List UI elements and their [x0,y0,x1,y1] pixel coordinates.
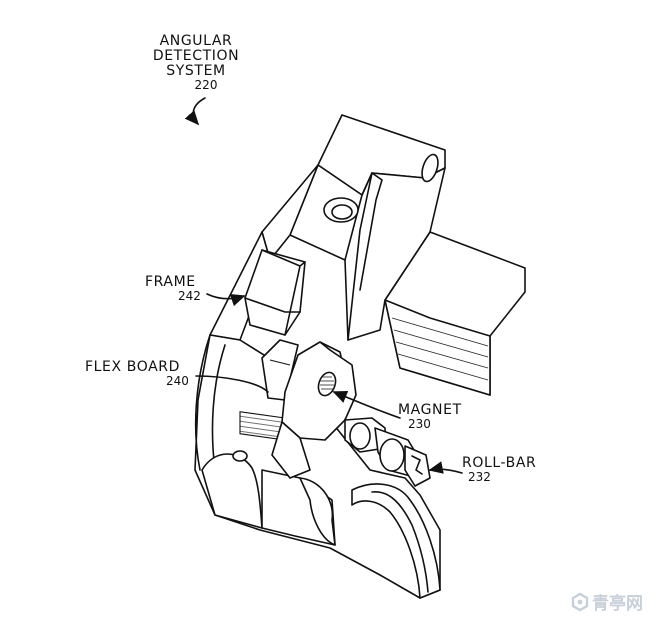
watermark: 青亭网 [571,592,643,614]
hexagon-logo-icon [571,592,589,612]
label-roll-bar: ROLL-BAR 232 [428,455,536,484]
svg-text:ROLL-BAR: ROLL-BAR [462,455,536,471]
roll-bar-assembly [271,341,431,487]
frame-body [194,114,526,599]
frame-tab [244,249,306,336]
leader-232 [428,461,463,474]
label-magnet: MAGNET 230 [332,391,462,431]
svg-text:FLEX BOARD: FLEX BOARD [85,359,180,375]
svg-text:DETECTION: DETECTION [153,48,239,64]
svg-text:FRAME: FRAME [145,274,196,290]
label-frame: FRAME 242 [145,274,246,307]
svg-text:230: 230 [408,417,431,431]
label-flex-board: FLEX BOARD 240 [85,359,269,393]
svg-text:SYSTEM: SYSTEM [166,63,225,79]
leader-242 [206,293,246,307]
leader-240 [195,375,269,393]
svg-text:242: 242 [178,289,201,303]
svg-text:青亭网: 青亭网 [592,593,643,614]
arrow-220 [184,97,206,126]
svg-text:220: 220 [195,78,218,92]
svg-text:232: 232 [468,470,491,484]
leader-230 [332,391,401,419]
label-angular-detection-system: ANGULAR DETECTION SYSTEM 220 [153,33,239,126]
svg-text:MAGNET: MAGNET [398,402,462,418]
svg-text:ANGULAR: ANGULAR [160,33,233,49]
svg-text:240: 240 [166,374,189,388]
